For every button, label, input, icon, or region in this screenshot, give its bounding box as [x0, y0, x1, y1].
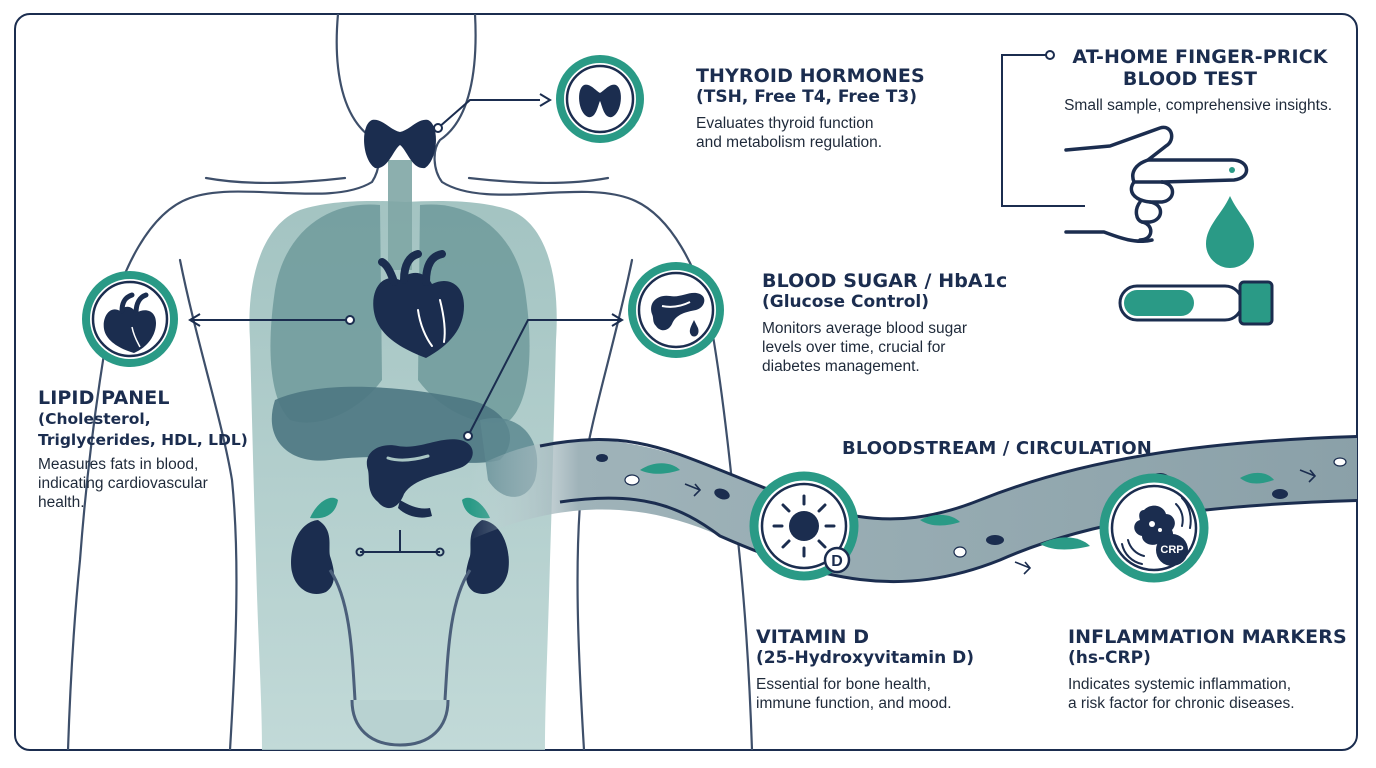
- blood-sugar-desc-line2: levels over time, crucial for: [762, 339, 946, 356]
- vitamin-d-desc-line2: immune function, and mood.: [756, 695, 952, 712]
- finger-prick-label: AT-HOME FINGER-PRICK BLOOD TEST Small sa…: [1040, 46, 1340, 115]
- lipid-desc-line3: health.: [38, 494, 85, 511]
- kidneys: [291, 497, 509, 747]
- vitamin-d-subtitle: (25-Hydroxyvitamin D): [756, 648, 975, 668]
- thyroid-subtitle: (TSH, Free T4, Free T3): [696, 87, 917, 107]
- infographic-frame: [14, 13, 1358, 751]
- blood-sugar-subtitle: (Glucose Control): [762, 292, 930, 312]
- bloodstream-label: BLOODSTREAM / CIRCULATION: [842, 438, 1182, 460]
- blood-sugar-label: BLOOD SUGAR / HbA1c (Glucose Control) Mo…: [762, 270, 1062, 376]
- inflammation-desc-line2: a risk factor for chronic diseases.: [1068, 695, 1295, 712]
- thyroid-icon: [556, 55, 644, 143]
- lipid-subtitle-line1: (Cholesterol,: [38, 410, 151, 428]
- vitamin-d-label: VITAMIN D (25-Hydroxyvitamin D) Essentia…: [756, 626, 1036, 713]
- pancreas-organ: [366, 439, 473, 518]
- heart-icon: [82, 271, 178, 367]
- right-lung: [418, 204, 530, 423]
- bloodstream-title: BLOODSTREAM / CIRCULATION: [842, 438, 1152, 459]
- lipid-title: LIPID PANEL: [38, 387, 170, 409]
- thyroid-label: THYROID HORMONES (TSH, Free T4, Free T3)…: [696, 65, 996, 152]
- inflammation-desc-line1: Indicates systemic inflammation,: [1068, 676, 1292, 693]
- blood-sugar-title: BLOOD SUGAR / HbA1c: [762, 270, 1008, 292]
- vitamin-d-badge: D: [831, 553, 843, 570]
- crp-badge: CRP: [1160, 544, 1184, 556]
- finger-prick-title-line1: AT-HOME FINGER-PRICK: [1072, 46, 1328, 68]
- blood-drop-icon: [1206, 196, 1254, 268]
- lipid-desc-line2: indicating cardiovascular: [38, 475, 208, 492]
- inflammation-subtitle: (hs-CRP): [1068, 648, 1151, 668]
- lipid-panel-label: LIPID PANEL (Cholesterol, Triglycerides,…: [38, 387, 268, 512]
- immune-cell-icon: [1099, 473, 1209, 583]
- finger-prick-title-line2: BLOOD TEST: [1122, 68, 1258, 90]
- test-tube-icon: [1118, 280, 1274, 326]
- trachea: [388, 160, 412, 270]
- body-outline: [66, 14, 754, 750]
- pancreas-icon: [628, 262, 724, 358]
- thyroid-organ: [364, 119, 436, 169]
- connector-lines: [188, 54, 1085, 437]
- finger-prick-desc: Small sample, comprehensive insights.: [1064, 97, 1332, 114]
- thyroid-desc-line2: and metabolism regulation.: [696, 134, 883, 151]
- lipid-desc-line1: Measures fats in blood,: [38, 456, 199, 473]
- finger-prick-hand-icon: [1064, 125, 1249, 244]
- vitamin-d-title: VITAMIN D: [756, 626, 870, 648]
- bloodstream-tube: [470, 434, 1357, 584]
- inflammation-title: INFLAMMATION MARKERS: [1068, 626, 1347, 648]
- left-lung: [270, 204, 382, 423]
- inflammation-label: INFLAMMATION MARKERS (hs-CRP) Indicates …: [1068, 626, 1354, 713]
- blood-sugar-desc-line3: diabetes management.: [762, 358, 920, 375]
- thyroid-title: THYROID HORMONES: [696, 65, 925, 87]
- blood-sugar-desc-line1: Monitors average blood sugar: [762, 320, 968, 337]
- vitamin-d-desc-line1: Essential for bone health,: [756, 676, 931, 693]
- sun-icon: [749, 471, 859, 581]
- lipid-subtitle-line2: Triglycerides, HDL, LDL): [38, 431, 248, 449]
- thyroid-desc-line1: Evaluates thyroid function: [696, 115, 874, 132]
- heart-organ: [373, 250, 464, 358]
